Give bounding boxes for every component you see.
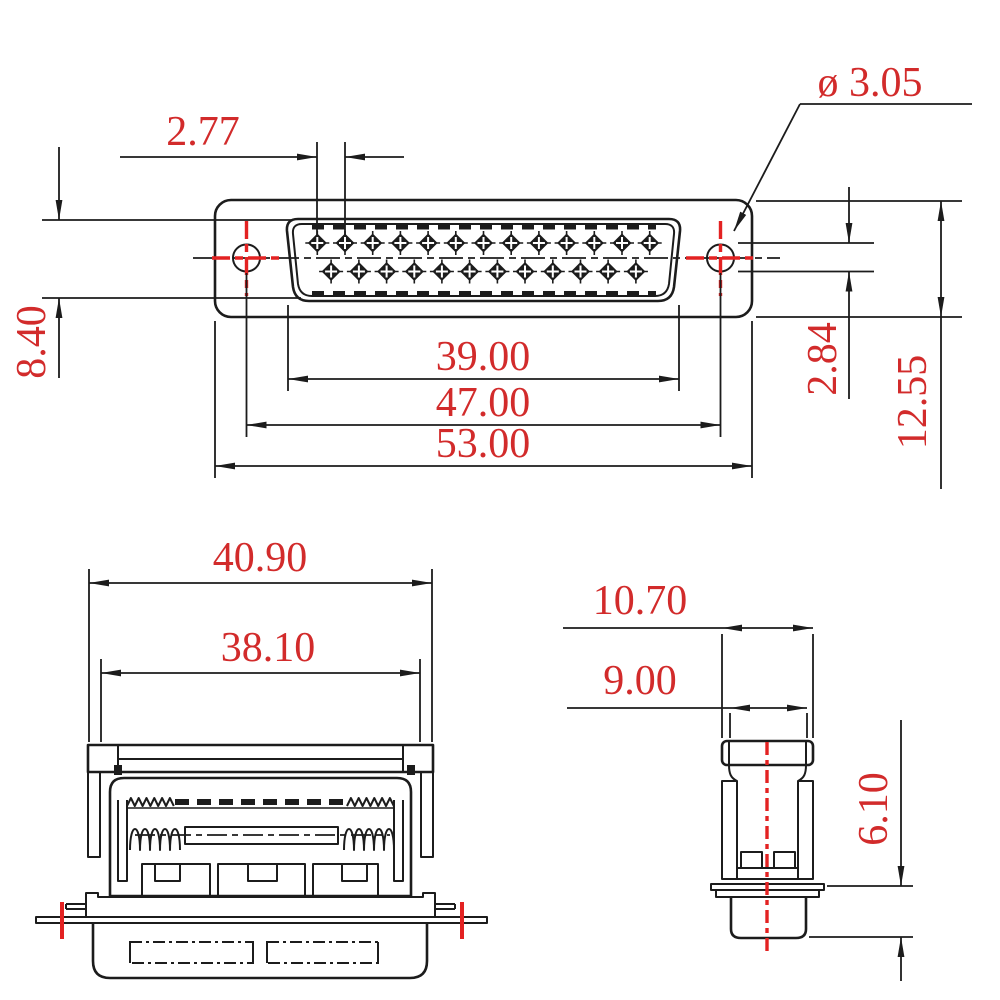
pin <box>428 258 455 285</box>
pin <box>442 230 469 256</box>
dim-top-width: 10.70 <box>563 578 814 738</box>
dim-flange-width: 53.00 <box>214 321 753 478</box>
front-view: 2.77 ø 3.05 8.40 2.84 <box>9 60 972 489</box>
dim-flange-width-label: 53.00 <box>436 421 531 467</box>
d-shell-outline <box>285 217 682 303</box>
pin <box>318 258 345 285</box>
dim-cap-width-label: 40.90 <box>213 535 308 581</box>
dim-hole-spacing: 47.00 <box>245 273 722 437</box>
dim-hole-spacing-label: 47.00 <box>436 380 531 426</box>
base-tray <box>65 892 456 918</box>
pin <box>553 230 580 256</box>
dim-row-spacing-label: 2.84 <box>800 322 846 396</box>
pin <box>345 258 372 285</box>
pin <box>567 258 594 285</box>
pin <box>636 230 663 256</box>
latch-slots <box>141 863 379 897</box>
connector-cap-bar <box>86 743 435 775</box>
pin <box>609 230 635 256</box>
side-view: 40.90 38.10 <box>35 535 488 980</box>
bottom-housing <box>91 923 429 980</box>
pin <box>456 258 483 285</box>
pin <box>401 258 428 285</box>
pin <box>512 258 538 285</box>
dim-shell-width: 39.00 <box>287 305 680 391</box>
pin <box>470 230 497 256</box>
dim-row-spacing: 2.84 <box>738 187 874 399</box>
dim-insert-width: 38.10 <box>100 625 421 742</box>
dim-insert-width-label: 38.10 <box>221 625 316 671</box>
dim-pin-pitch: 2.77 <box>120 109 404 236</box>
dim-mount-height-label: 6.10 <box>851 772 897 846</box>
dim-flange-height: 12.55 <box>756 200 962 489</box>
dim-hole-diameter-label: ø 3.05 <box>818 60 923 106</box>
pin <box>595 258 622 285</box>
dim-neck-width: 9.00 <box>567 658 808 738</box>
dim-mount-height: 6.10 <box>809 720 913 981</box>
dim-cap-width: 40.90 <box>88 535 433 742</box>
hidden-slot-details <box>129 941 379 964</box>
pin <box>622 258 649 285</box>
dim-shell-width-label: 39.00 <box>436 334 531 380</box>
dim-neck-width-label: 9.00 <box>603 658 677 704</box>
end-view: 10.70 9.00 <box>563 578 913 981</box>
dim-hole-diameter: ø 3.05 <box>733 60 972 232</box>
pin <box>581 230 608 256</box>
pin <box>539 258 566 285</box>
pin <box>359 230 386 256</box>
dim-top-width-label: 10.70 <box>593 578 688 624</box>
pin <box>498 230 525 256</box>
pin <box>387 230 414 256</box>
pin <box>415 230 442 256</box>
dim-pin-pitch-label: 2.77 <box>166 109 240 155</box>
pin <box>484 258 511 285</box>
pin <box>373 258 400 285</box>
dim-shell-height-label: 8.40 <box>9 305 55 379</box>
dim-shell-height: 8.40 <box>9 147 301 379</box>
pin <box>525 230 552 256</box>
spring-contacts <box>129 826 395 851</box>
contact-serration-strip <box>126 797 395 809</box>
end-body-profile <box>710 739 825 956</box>
dim-flange-height-label: 12.55 <box>890 355 936 450</box>
shell-wall-left <box>87 771 101 858</box>
pcb-board-edge <box>35 916 488 924</box>
insulator-body <box>108 776 413 898</box>
shell-wall-right <box>420 771 434 858</box>
